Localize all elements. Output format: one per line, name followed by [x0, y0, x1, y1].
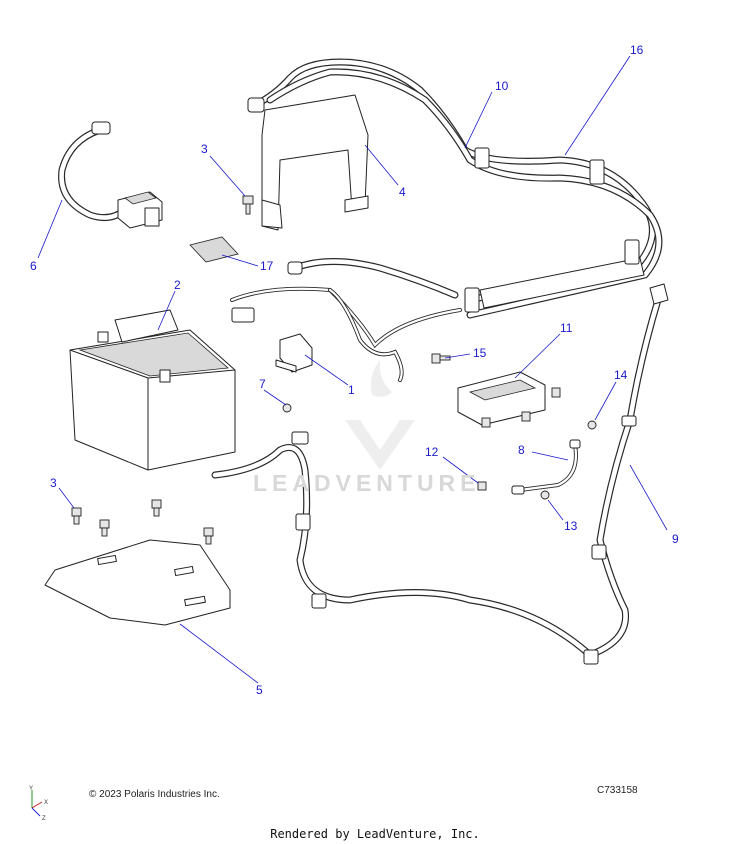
part-8-cable — [511, 439, 581, 495]
copyright-text: © 2023 Polaris Industries Inc. — [89, 789, 220, 800]
part-3-bolt-upper — [242, 195, 254, 215]
footer-credit: Rendered by LeadVenture, Inc. — [270, 827, 480, 841]
callout-labels: 1 2 3 3 4 5 6 7 8 9 10 11 12 13 14 15 16… — [30, 43, 679, 697]
watermark-logo — [345, 360, 415, 470]
battery-main-cable — [211, 431, 599, 665]
part-6-cable — [58, 121, 163, 229]
callout-17: 17 — [260, 259, 274, 273]
callout-7: 7 — [259, 377, 266, 391]
axis-x-label: X — [44, 800, 48, 806]
callout-1: 1 — [348, 383, 355, 397]
part-16-harness — [247, 58, 663, 319]
leader-lines — [37, 55, 668, 684]
part-2-battery — [69, 309, 236, 471]
part-4-bracket — [261, 94, 369, 231]
part-14-nut — [587, 420, 597, 430]
axis-z-label: Z — [42, 816, 46, 822]
callout-12: 12 — [425, 445, 439, 459]
callout-5: 5 — [256, 683, 263, 697]
part-11-fuse-block — [457, 371, 561, 428]
callout-16: 16 — [630, 43, 644, 57]
callout-10: 10 — [495, 79, 509, 93]
callout-2: 2 — [174, 278, 181, 292]
part-13-nut — [540, 490, 550, 500]
part-17-label — [189, 236, 239, 263]
callout-8: 8 — [518, 443, 525, 457]
diagram-code: C733158 — [597, 785, 638, 796]
watermark-text: LEADVENTURE — [253, 470, 481, 496]
callout-13: 13 — [564, 519, 578, 533]
axis-y-label: Y — [29, 786, 33, 792]
callout-4: 4 — [399, 185, 406, 199]
callout-15: 15 — [473, 346, 487, 360]
axis-indicator: Y X Z — [29, 786, 48, 822]
callout-9: 9 — [672, 532, 679, 546]
part-3-bolts-lower — [71, 499, 214, 545]
part-9-cable — [586, 283, 669, 659]
callout-11: 11 — [560, 321, 573, 335]
callout-3-lower: 3 — [50, 476, 57, 490]
callout-14: 14 — [614, 368, 628, 382]
part-12-bolt — [477, 481, 487, 491]
part-7-nut — [282, 403, 292, 413]
callout-6: 6 — [30, 259, 37, 273]
part-5-tray — [44, 539, 231, 626]
part-1-solenoid — [275, 333, 313, 373]
callout-3-upper: 3 — [201, 142, 208, 156]
harness-branch — [230, 258, 462, 382]
part-15-bolt — [431, 353, 451, 364]
